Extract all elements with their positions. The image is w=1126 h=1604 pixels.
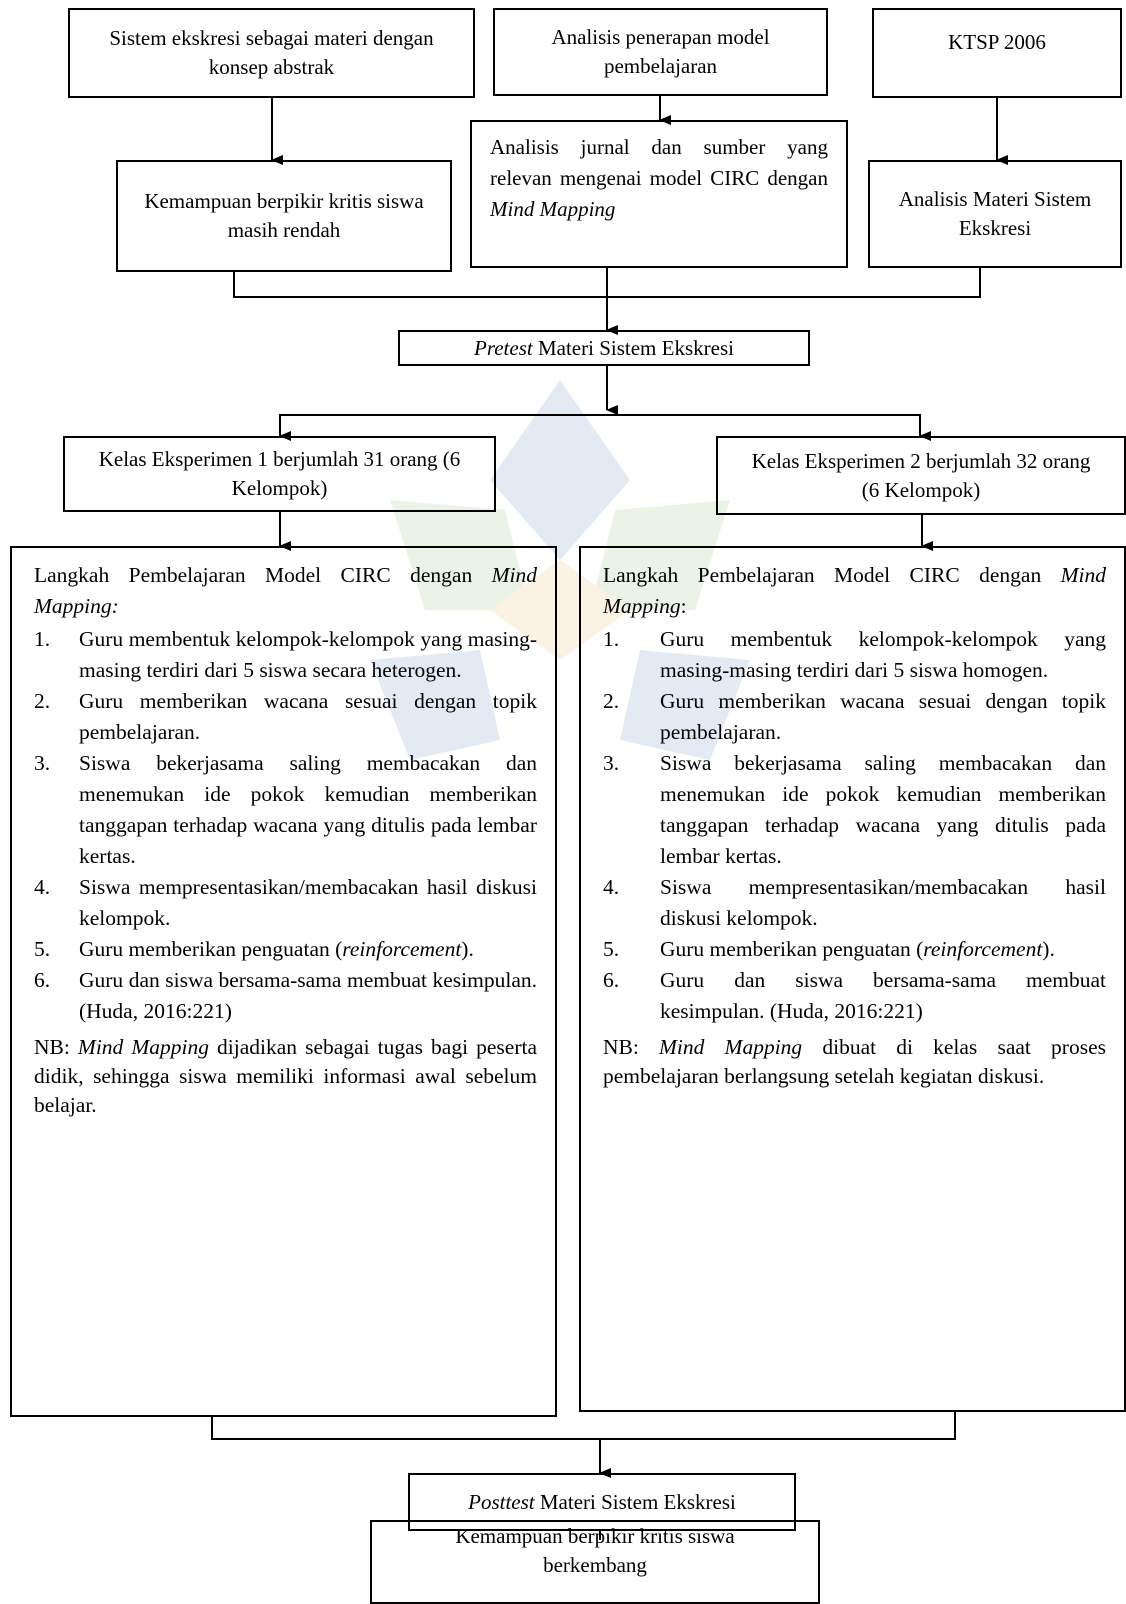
steps-right-list: 1.Guru membentuk kelompok-kelompok yang … — [603, 624, 1106, 1027]
box-journal-analysis: Analisis jurnal dan sumber yang relevan … — [470, 120, 848, 268]
box-low-thinking: Kemampuan berpikir kritis siswa masih re… — [116, 160, 452, 272]
merge-steps — [211, 1412, 956, 1440]
steps-panel-right: Langkah Pembelajaran Model CIRC dengan M… — [579, 546, 1126, 1412]
steps-right-intro: Langkah Pembelajaran Model CIRC dengan M… — [603, 563, 1106, 618]
list-item: 1.Guru membentuk kelompok-kelompok yang … — [34, 627, 537, 682]
steps-right-note: NB: Mind Mapping dibuat di kelas saat pr… — [603, 1035, 1106, 1088]
box-material-analysis: Analisis Materi Sistem Ekskresi — [868, 160, 1122, 268]
box-outcome-text: Kemampuan berpikir kritis siswa berkemba… — [455, 1524, 735, 1577]
box-model-analysis-text: Analisis penerapan model pembelajaran — [551, 25, 770, 78]
box-journal-analysis-text: Analisis jurnal dan sumber yang relevan … — [490, 135, 828, 221]
list-item: 5.Guru memberikan penguatan (reinforceme… — [34, 937, 474, 961]
list-item: 6.Guru dan siswa bersama-sama membuat ke… — [603, 968, 1106, 1023]
box-abstract-material: Sistem ekskresi sebagai materi dengan ko… — [68, 8, 475, 98]
box-class-2: Kelas Eksperimen 2 berjumlah 32 orang (6… — [716, 436, 1126, 515]
steps-left-note: NB: Mind Mapping dijadikan sebagai tugas… — [34, 1035, 537, 1117]
split-classes — [279, 414, 921, 435]
box-curriculum: KTSP 2006 — [872, 8, 1122, 98]
box-material-analysis-text: Analisis Materi Sistem Ekskresi — [898, 187, 1092, 240]
list-item: 5.Guru memberikan penguatan (reinforceme… — [603, 937, 1055, 961]
list-item: 3.Siswa bekerjasama saling membacakan da… — [34, 751, 537, 868]
list-item: 4.Siswa mempresentasikan/membacakan hasi… — [34, 875, 537, 930]
box-class-1: Kelas Eksperimen 1 berjumlah 31 orang (6… — [63, 436, 496, 512]
list-item: 1.Guru membentuk kelompok-kelompok yang … — [603, 627, 1106, 682]
logo-watermark — [370, 380, 750, 760]
list-item: 4.Siswa mempresentasikan/membacakan hasi… — [603, 875, 1106, 930]
box-outcome: Kemampuan berpikir kritis siswa berkemba… — [370, 1520, 820, 1604]
box-curriculum-text: KTSP 2006 — [948, 30, 1046, 54]
box-posttest-text: Posttest Materi Sistem Ekskresi — [468, 1489, 736, 1514]
steps-left-intro: Langkah Pembelajaran Model CIRC dengan M… — [34, 563, 537, 618]
box-abstract-material-text: Sistem ekskresi sebagai materi dengan ko… — [109, 26, 434, 79]
box-low-thinking-text: Kemampuan berpikir kritis siswa masih re… — [144, 189, 424, 242]
box-model-analysis: Analisis penerapan model pembelajaran — [493, 8, 828, 96]
list-item: 2.Guru memberikan wacana sesuai dengan t… — [34, 689, 537, 744]
list-item: 6.Guru dan siswa bersama-sama membuat ke… — [34, 968, 537, 1023]
box-pretest-text: Pretest Materi Sistem Ekskresi — [474, 335, 734, 360]
watermark-petals — [370, 380, 750, 760]
steps-left-list: 1.Guru membentuk kelompok-kelompok yang … — [34, 624, 537, 1027]
box-posttest: Posttest Materi Sistem Ekskresi — [408, 1473, 796, 1531]
box-class-2-text: Kelas Eksperimen 2 berjumlah 32 orang (6… — [751, 448, 1091, 502]
flow-connectors — [211, 96, 1008, 1540]
list-item: 2.Guru memberikan wacana sesuai dengan t… — [603, 689, 1106, 744]
box-class-1-text: Kelas Eksperimen 1 berjumlah 31 orang (6… — [98, 447, 461, 500]
box-pretest: Pretest Materi Sistem Ekskresi — [398, 330, 810, 366]
steps-panel-left: Langkah Pembelajaran Model CIRC dengan M… — [10, 546, 557, 1417]
list-item: 3.Siswa bekerjasama saling membacakan da… — [603, 751, 1106, 868]
